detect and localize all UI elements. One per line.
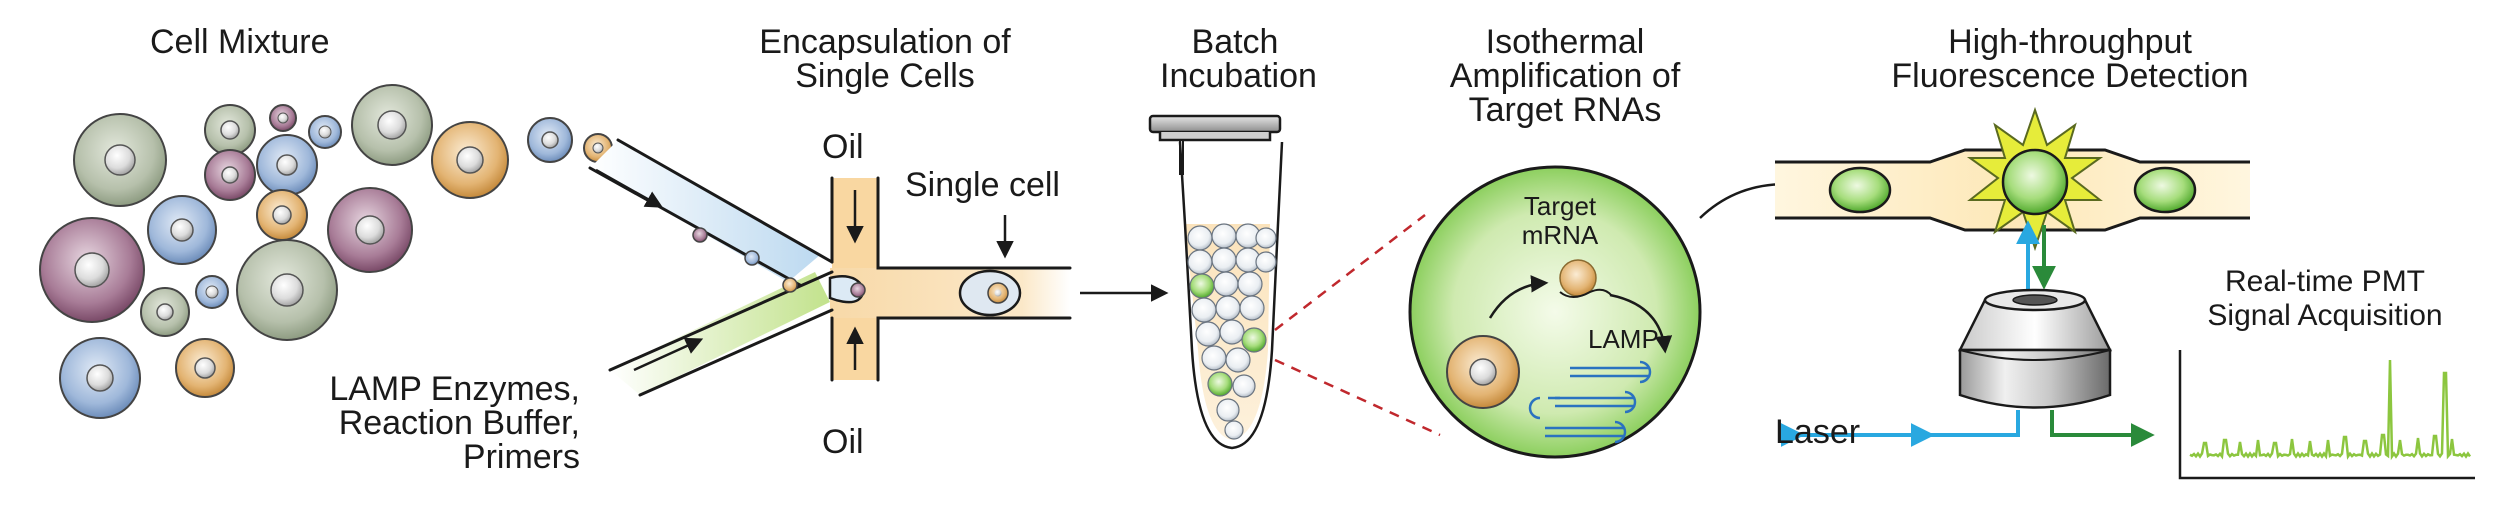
title-line: Incubation (1160, 57, 1317, 95)
encapsulated-cell (1446, 335, 1520, 409)
stage-title-amplification: Isothermal Amplification of Target RNAs (1440, 25, 1690, 127)
label-line: Signal Acquisition (2207, 299, 2443, 332)
title-line: Encapsulation of (759, 23, 1011, 61)
pmt-signal-line (2189, 359, 2472, 461)
stage-title-encapsulation: Encapsulation of Single Cells (735, 25, 1035, 93)
cell (351, 84, 433, 166)
cell (527, 117, 573, 163)
tube-droplets (1187, 223, 1277, 440)
cell (308, 115, 342, 149)
reagents-label: LAMP Enzymes, Reaction Buffer, Primers (300, 372, 580, 474)
detection-setup (1775, 106, 2250, 447)
cell (204, 149, 256, 201)
title-line: Target RNAs (1468, 91, 1662, 129)
cell (269, 104, 297, 132)
stage-title-detection: High-throughput Fluorescence Detection (1860, 25, 2280, 93)
target-mrna-label: Target mRNA (1500, 192, 1620, 250)
title-line: Isothermal (1485, 23, 1645, 61)
cell (39, 217, 145, 323)
cell (431, 121, 509, 199)
incubation-tube (1148, 114, 1284, 450)
oil-top-label: Oil (822, 128, 864, 166)
cell (140, 287, 190, 337)
cell-mixture-group (39, 84, 613, 419)
label-line: Reaction Buffer, (338, 404, 580, 442)
cell (236, 239, 338, 341)
label-line: mRNA (1521, 220, 1599, 250)
title-line: Amplification of (1449, 57, 1681, 95)
label-line: Primers (462, 438, 580, 476)
cell (73, 113, 167, 207)
encapsulation-chip (588, 138, 1169, 397)
stage-title-cell-mixture: Cell Mixture (150, 23, 330, 61)
stage-title-incubation: Batch Incubation (1160, 23, 1317, 95)
single-cell-label: Single cell (905, 166, 1060, 204)
objective-lens (1957, 288, 2113, 409)
cell (59, 337, 141, 419)
pmt-label: Real-time PMT Signal Acquisition (2170, 265, 2480, 333)
label-line: Target (1523, 191, 1597, 221)
lamp-label: LAMP (1588, 324, 1659, 354)
target-mrna (1559, 259, 1613, 298)
cell (204, 104, 256, 156)
title-line: Fluorescence Detection (1891, 57, 2249, 95)
reagent-inlet-channel (610, 272, 830, 395)
title-line: High-throughput (1948, 23, 2192, 61)
cell (147, 195, 217, 265)
label-line: LAMP Enzymes, (329, 370, 580, 408)
lamp-products (1528, 360, 1652, 444)
title-line: Single Cells (795, 57, 975, 95)
cell (327, 187, 413, 273)
cell (195, 275, 229, 309)
cell (256, 134, 318, 196)
cell (256, 189, 308, 241)
amplification-droplet (1408, 165, 1702, 459)
cell (175, 338, 235, 398)
label-line: Real-time PMT (2224, 265, 2426, 298)
oil-bottom-label: Oil (822, 423, 864, 461)
laser-label: Laser (1775, 413, 1861, 451)
title-line: Batch (1191, 23, 1279, 61)
cell-inlet-channel (590, 140, 820, 282)
main-channel (830, 268, 1070, 318)
pmt-trace (2178, 350, 2475, 480)
